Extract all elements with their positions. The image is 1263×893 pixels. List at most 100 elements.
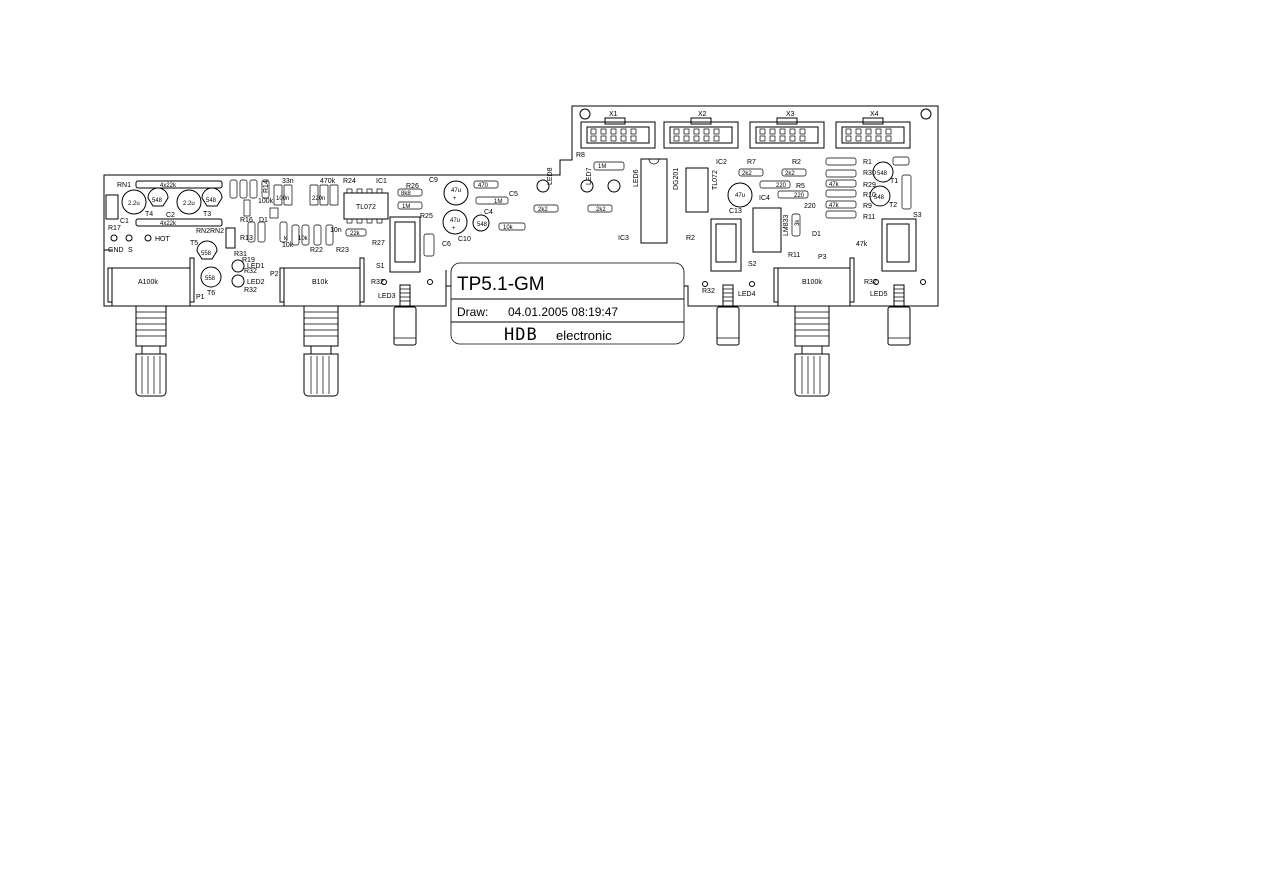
svg-text:R22: R22	[310, 247, 323, 254]
svg-text:C2: C2	[166, 212, 175, 219]
ic1-tl072: IC1 TL072	[343, 178, 389, 224]
svg-text:R31: R31	[234, 251, 247, 258]
svg-text:548: 548	[477, 222, 488, 228]
svg-text:548: 548	[152, 198, 163, 204]
svg-text:R11: R11	[788, 252, 800, 259]
switch-s2: S2	[710, 218, 757, 272]
svg-text:10n: 10n	[330, 227, 342, 234]
svg-text:R13: R13	[240, 235, 253, 242]
ic2-tl072: TL072 IC2	[685, 159, 727, 213]
svg-text:C1: C1	[120, 218, 129, 225]
svg-text:R11: R11	[863, 214, 875, 221]
pot-p1: A100k P1	[107, 257, 205, 397]
svg-text:X1: X1	[609, 111, 618, 118]
svg-text:R17: R17	[108, 225, 121, 232]
svg-text:2k2: 2k2	[596, 207, 606, 213]
led3-body	[393, 284, 417, 346]
svg-text:R32: R32	[864, 279, 877, 286]
svg-text:R9: R9	[863, 203, 872, 210]
svg-text:IC4: IC4	[759, 195, 770, 202]
svg-text:C13: C13	[729, 208, 742, 215]
mounting-hole	[920, 108, 932, 120]
svg-text:T2: T2	[889, 202, 897, 209]
svg-text:470k: 470k	[320, 178, 336, 185]
svg-text:R16: R16	[240, 217, 253, 224]
led5-body	[887, 284, 911, 346]
svg-text:P3: P3	[818, 254, 827, 261]
svg-text:100k: 100k	[258, 198, 274, 205]
draw-label: Draw:	[457, 305, 488, 319]
svg-text:X3: X3	[786, 111, 795, 118]
svg-text:R32: R32	[244, 287, 257, 294]
svg-text:548: 548	[206, 198, 217, 204]
svg-text:DG201: DG201	[673, 168, 680, 190]
svg-text:R25: R25	[420, 213, 433, 220]
pcb-outline	[103, 105, 939, 307]
svg-text:LED4: LED4	[738, 291, 756, 298]
svg-text:C10: C10	[458, 236, 471, 243]
connector-x3: X3	[749, 111, 825, 149]
svg-text:S1: S1	[376, 263, 385, 270]
svg-text:220: 220	[776, 183, 787, 189]
hdb-logo: HDB	[504, 325, 538, 345]
svg-text:A100k: A100k	[138, 279, 158, 286]
svg-text:R19: R19	[242, 257, 255, 264]
svg-text:10k: 10k	[282, 242, 294, 249]
svg-text:B10k: B10k	[312, 279, 328, 286]
draw-date: 04.01.2005 08:19:47	[508, 305, 618, 319]
svg-text:LED8: LED8	[547, 167, 554, 185]
svg-text:T6: T6	[207, 290, 215, 297]
svg-text:T1: T1	[890, 178, 898, 185]
svg-text:220: 220	[804, 203, 816, 210]
svg-text:2k2: 2k2	[742, 171, 752, 177]
svg-text:+: +	[452, 226, 456, 232]
svg-text:33n: 33n	[282, 178, 294, 185]
svg-text:LED1: LED1	[247, 263, 265, 270]
svg-text:T4: T4	[145, 211, 153, 218]
svg-text:T5: T5	[190, 240, 198, 247]
svg-text:D1: D1	[812, 231, 821, 238]
switch-s1: S1	[376, 216, 421, 273]
svg-text:C6: C6	[442, 241, 451, 248]
svg-text:S2: S2	[748, 261, 757, 268]
svg-text:2k2: 2k2	[538, 207, 548, 213]
svg-text:TL072: TL072	[356, 204, 376, 211]
svg-text:LM833: LM833	[783, 214, 790, 236]
svg-text:R32: R32	[702, 288, 715, 295]
svg-text:R32: R32	[244, 268, 257, 275]
connector-x4: X4	[835, 111, 911, 149]
svg-text:1M: 1M	[402, 204, 410, 210]
svg-text:R8: R8	[576, 152, 585, 159]
connector-x2: X2	[663, 111, 739, 149]
svg-text:R14: R14	[263, 180, 270, 193]
svg-text:k: k	[284, 236, 288, 242]
svg-text:T3: T3	[203, 211, 211, 218]
svg-text:C5: C5	[509, 191, 518, 198]
svg-text:C9: C9	[429, 177, 438, 184]
svg-text:B100k: B100k	[802, 279, 822, 286]
svg-text:S: S	[128, 247, 133, 254]
svg-text:47k: 47k	[829, 203, 840, 209]
ic3-dg201: DG201 IC3	[618, 158, 680, 244]
svg-text:8k8: 8k8	[401, 191, 411, 197]
pot-p2: B10k	[279, 257, 365, 397]
svg-text:2.2u: 2.2u	[128, 201, 140, 207]
svg-text:IC3: IC3	[618, 235, 629, 242]
svg-text:4x22k: 4x22k	[160, 183, 177, 189]
svg-text:S3: S3	[913, 212, 922, 219]
svg-text:TL072: TL072	[712, 170, 719, 190]
title-block: TP5.1-GM Draw: 04.01.2005 08:19:47 HDB e…	[450, 262, 685, 345]
svg-text:R7: R7	[747, 159, 756, 166]
svg-text:HOT: HOT	[155, 236, 171, 243]
svg-text:558: 558	[201, 251, 212, 257]
pot-p3: B100k	[773, 257, 855, 397]
drawing-title: TP5.1-GM	[457, 274, 545, 295]
svg-text:10k: 10k	[298, 236, 309, 242]
svg-text:47u: 47u	[451, 188, 461, 194]
svg-text:D1: D1	[259, 217, 268, 224]
svg-text:R27: R27	[372, 240, 385, 247]
svg-text:22k: 22k	[350, 231, 361, 237]
svg-text:IC2: IC2	[716, 159, 727, 166]
svg-text:R2: R2	[792, 159, 801, 166]
